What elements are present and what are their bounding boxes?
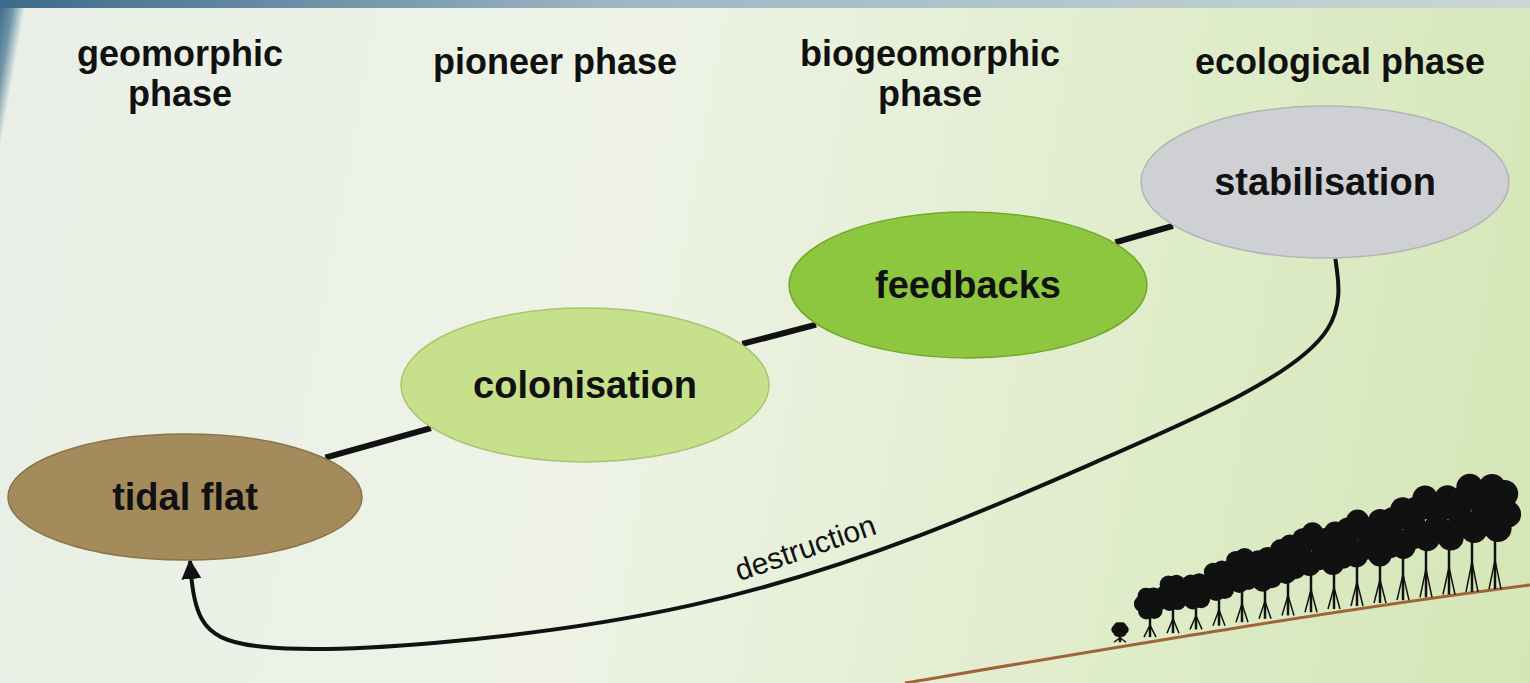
phase-connector bbox=[742, 325, 816, 344]
top-band bbox=[0, 0, 1530, 8]
phase-heading: ecological phase bbox=[1160, 42, 1520, 82]
ellipse-label: stabilisation bbox=[1214, 161, 1436, 204]
phase-ellipse: feedbacks bbox=[788, 211, 1148, 359]
phase-connector bbox=[325, 428, 430, 458]
ellipse-label: tidal flat bbox=[112, 476, 258, 519]
phase-ellipse: tidal flat bbox=[7, 433, 363, 561]
tree bbox=[1469, 474, 1521, 589]
phase-heading: biogeomorphic phase bbox=[785, 34, 1075, 115]
destruction-arrow bbox=[190, 259, 1338, 649]
phase-heading: pioneer phase bbox=[390, 42, 720, 82]
tree bbox=[1111, 622, 1128, 642]
ellipse-label: colonisation bbox=[473, 364, 697, 407]
phase-ellipse: colonisation bbox=[400, 307, 770, 463]
phase-ellipse: stabilisation bbox=[1140, 105, 1510, 259]
phase-heading: geomorphic phase bbox=[60, 34, 300, 115]
ellipse-label: feedbacks bbox=[875, 264, 1061, 307]
tree-row bbox=[1111, 474, 1521, 642]
phase-connector bbox=[1115, 226, 1173, 243]
